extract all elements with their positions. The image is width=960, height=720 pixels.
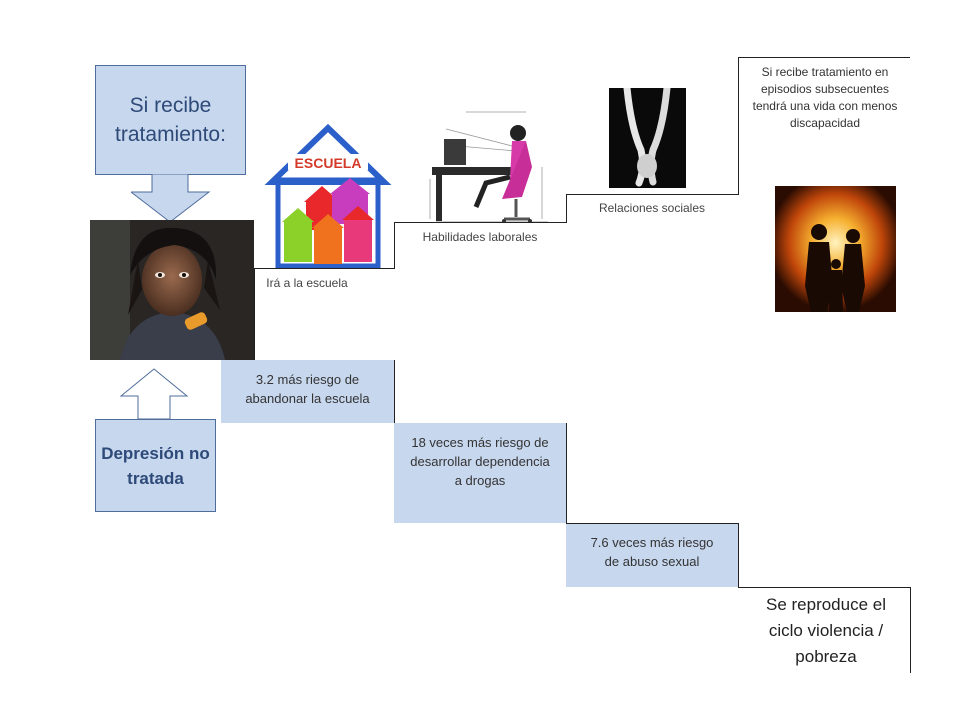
lower-step-riser-1 bbox=[394, 360, 395, 423]
lower-step-riser-3 bbox=[738, 523, 739, 587]
treated-title: Si recibe tratamiento: bbox=[115, 94, 226, 146]
upper-step-tread-2 bbox=[394, 222, 566, 223]
upper-step-tread-4 bbox=[738, 57, 910, 58]
lower-step-riser-4 bbox=[910, 587, 911, 673]
upper-step-label-2: Habilidades laborales bbox=[422, 230, 538, 244]
upper-step-riser-3 bbox=[566, 194, 567, 223]
lower-step-tread-3 bbox=[566, 523, 738, 524]
down-arrow-icon bbox=[131, 174, 211, 223]
upper-step-riser-2 bbox=[394, 222, 395, 269]
upper-step-label-3: Relaciones sociales bbox=[598, 201, 706, 215]
child-photo bbox=[90, 220, 254, 360]
lower-step-text-1: 3.2 más riesgo de abandonar la escuela bbox=[245, 372, 370, 406]
family-silhouette-photo bbox=[775, 186, 896, 312]
upper-step-riser-1 bbox=[254, 268, 255, 360]
lower-step-tread-4 bbox=[738, 587, 910, 588]
hands-photo bbox=[609, 88, 686, 188]
lower-step-riser-2 bbox=[566, 423, 567, 523]
untreated-title: Depresión no tratada bbox=[101, 443, 210, 488]
upper-step-tread-3 bbox=[566, 194, 738, 195]
untreated-callout: Depresión no tratada bbox=[95, 419, 216, 512]
lower-step-text-2: 18 veces más riesgo de desarrollar depen… bbox=[410, 435, 550, 488]
house-sign-text: ESCUELA bbox=[295, 155, 362, 171]
workstation-drawing bbox=[426, 107, 556, 229]
cycle-text: Se reproduce el ciclo violencia / pobrez… bbox=[765, 595, 887, 666]
lower-step-box-1: 3.2 más riesgo de abandonar la escuela bbox=[221, 360, 394, 423]
upper-step-label-1: Irá a la escuela bbox=[266, 276, 348, 290]
up-arrow-icon bbox=[119, 368, 189, 420]
upper-step-tread-1 bbox=[254, 268, 394, 269]
lower-step-box-2: 18 veces más riesgo de desarrollar depen… bbox=[394, 423, 566, 523]
upper-step-riser-4 bbox=[738, 57, 739, 195]
lower-step-text-3: 7.6 veces más riesgo de abuso sexual bbox=[590, 535, 714, 569]
lower-step-box-3: 7.6 veces más riesgo de abuso sexual bbox=[566, 523, 738, 587]
school-drawing: ESCUELA bbox=[264, 124, 392, 270]
upper-step-label-4: Si recibe tratamiento en episodios subse… bbox=[752, 65, 898, 130]
treated-callout: Si recibe tratamiento: bbox=[95, 65, 246, 175]
